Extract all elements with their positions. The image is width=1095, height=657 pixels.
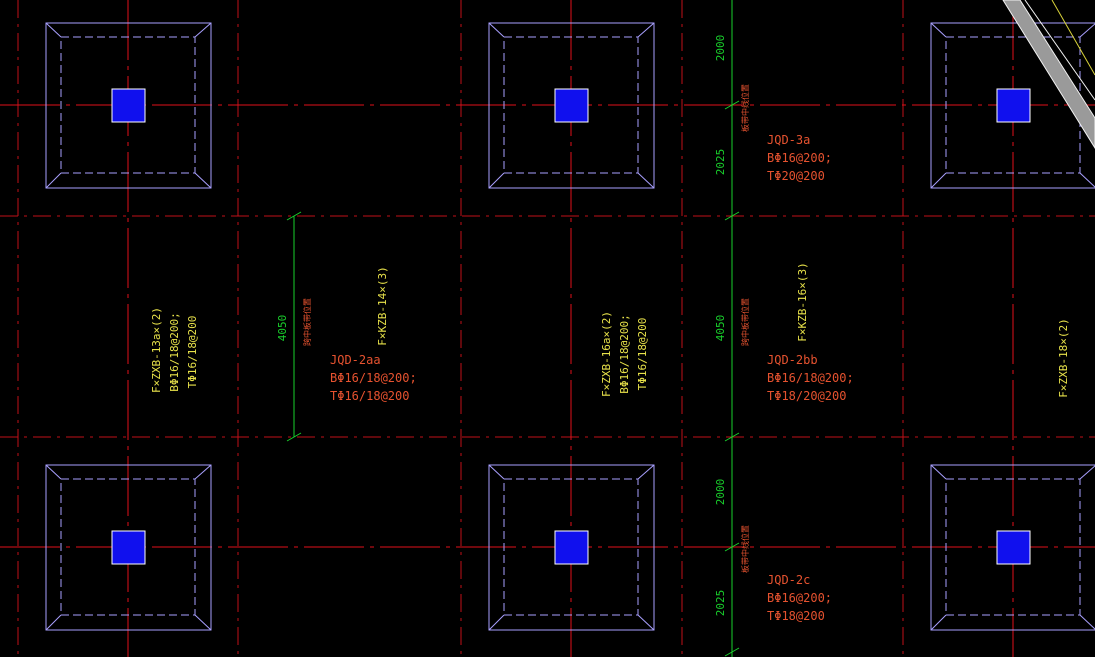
cap-3a-b: BΦ16@200;: [767, 151, 832, 165]
beam-left-name: F×ZXB-13a×(2): [150, 307, 163, 393]
cap-2bb-t: TΦ18/20@200: [767, 389, 846, 403]
columns: [111, 88, 1031, 565]
beam-center-b: BΦ16/18@200;: [618, 314, 631, 393]
cap-2aa-t: TΦ16/18@200: [330, 389, 409, 403]
pile-cap-top-center: [488, 22, 655, 189]
beam-far-right-name: F×ZXB-18×(2): [1057, 318, 1070, 397]
diagonal-element: [1002, 0, 1095, 149]
column-bottom-center: [554, 530, 589, 565]
dim-middle-left: 4050: [276, 315, 289, 342]
dimension-lines: [286, 0, 740, 657]
notes: 板带中线位置 跨中板带位置 跨中板带位置 板带中线位置: [302, 84, 750, 573]
column-bottom-right: [996, 530, 1031, 565]
note-middle-left: 跨中板带位置: [302, 298, 312, 346]
beam-left-t: TΦ16/18@200: [186, 316, 199, 389]
beam-left-b: BΦ16/18@200;: [168, 312, 181, 391]
pile-cap-top-left: [45, 22, 212, 189]
cap-2aa-name: JQD-2aa: [330, 353, 381, 367]
dim-middle-right: 4050: [714, 315, 727, 342]
cap-2c-name: JQD-2c: [767, 573, 810, 587]
dim-top-b: 2025: [714, 149, 727, 176]
pile-cap-bottom-left: [45, 464, 212, 631]
dim-bottom-b: 2025: [714, 590, 727, 617]
note-upper: 板带中线位置: [740, 84, 750, 132]
note-middle-right: 跨中板带位置: [740, 298, 750, 346]
cap-labels: JQD-3a BΦ16@200; TΦ20@200 JQD-2aa BΦ16/1…: [330, 133, 854, 623]
note-lower: 板带中线位置: [740, 525, 750, 573]
column-bottom-left: [111, 530, 146, 565]
beam-labels: F×ZXB-13a×(2) BΦ16/18@200; TΦ16/18@200 F…: [150, 262, 1070, 397]
cap-2c-b: BΦ16@200;: [767, 591, 832, 605]
cap-2c-t: TΦ18@200: [767, 609, 825, 623]
column-top-center: [554, 88, 589, 123]
pile-cap-top-right: [930, 22, 1095, 189]
cap-2bb-b: BΦ16/18@200;: [767, 371, 854, 385]
beam-center-name: F×ZXB-16a×(2): [600, 311, 613, 397]
column-top-left: [111, 88, 146, 123]
pile-cap-bottom-right: [930, 464, 1095, 631]
dim-top-a: 2000: [714, 35, 727, 62]
beam-center-t: TΦ16/18@200: [636, 318, 649, 391]
beam-right-span-name: F×KZB-16×(3): [796, 262, 809, 341]
dim-bottom-a: 2000: [714, 479, 727, 506]
beam-mid-span-name: F×KZB-14×(3): [376, 266, 389, 345]
cap-3a-name: JQD-3a: [767, 133, 810, 147]
cap-2bb-name: JQD-2bb: [767, 353, 818, 367]
pile-caps: [45, 22, 1095, 631]
cap-3a-t: TΦ20@200: [767, 169, 825, 183]
cap-2aa-b: BΦ16/18@200;: [330, 371, 417, 385]
pile-cap-bottom-center: [488, 464, 655, 631]
column-top-right: [996, 88, 1031, 123]
dimension-texts: 2000 2025 4050 4050 2000 2025: [276, 35, 727, 617]
